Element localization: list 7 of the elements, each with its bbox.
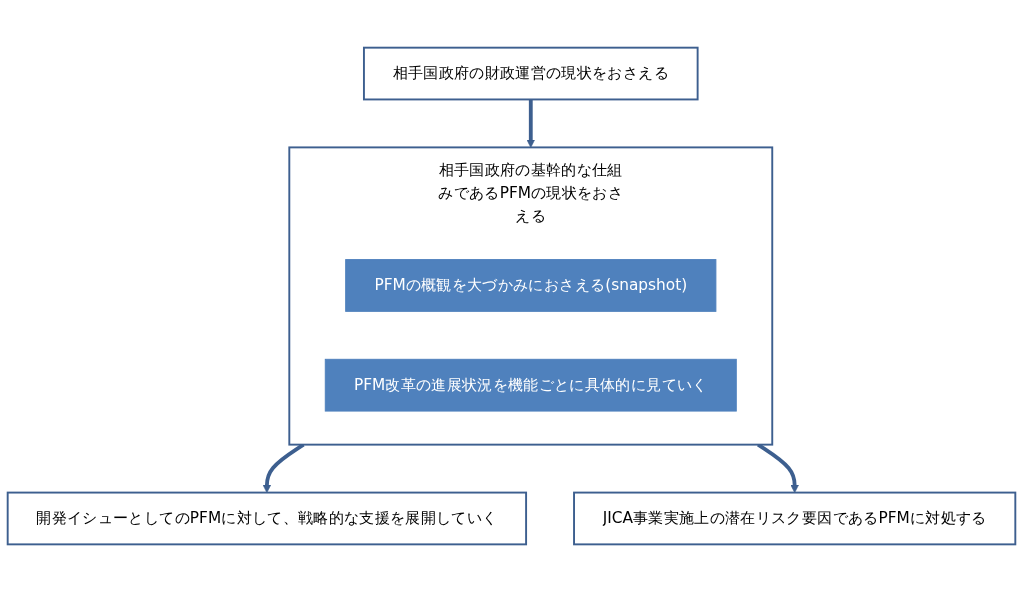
node-box: JICA事業実施上の潜在リスク要因であるPFMに対処する — [573, 492, 1017, 546]
node-box: PFM改革の進展状況を機能ごとに具体的に見ていく — [324, 359, 737, 413]
node-box: PFMの概観を大づかみにおさえる(snapshot) — [345, 259, 717, 313]
node-box: 開発イシューとしてのPFMに対して、戦略的な支援を展開していく — [6, 492, 528, 546]
node-box: 相手国政府の財政運営の現状をおさえる — [363, 47, 699, 101]
arrow — [526, 99, 535, 149]
arrow — [262, 443, 305, 494]
